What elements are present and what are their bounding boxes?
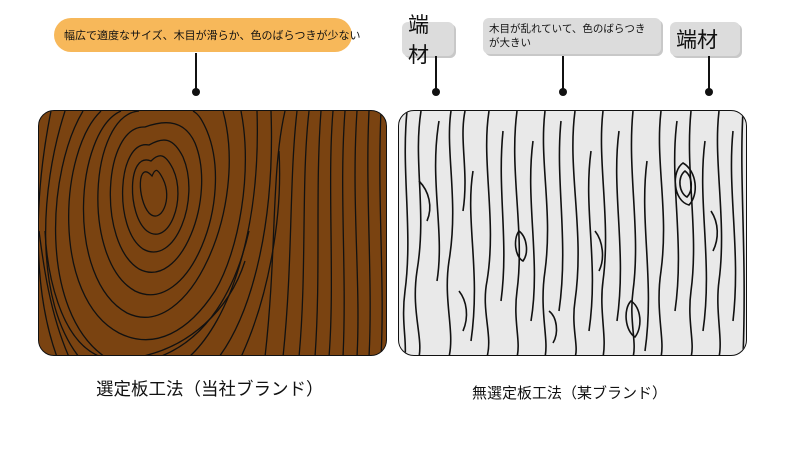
uniform-grain-callout-text: 幅広で適度なサイズ、木目が滑らか、色のばらつきが少ない [64, 29, 361, 42]
rough-grain-callout-text: 木目が乱れていて、色のばらつきが大きい [489, 23, 646, 49]
unselected-wood-board [398, 110, 747, 356]
end-grain-right-callout-text: 端材 [676, 28, 718, 52]
connector-dot-end-grain-right [705, 88, 713, 96]
rough-grain-callout: 木目が乱れていて、色のばらつきが大きい [483, 18, 661, 54]
connector-dot-end-grain-left [432, 88, 440, 96]
connector-dot-uniform-grain [192, 88, 200, 96]
smooth-wood-grain-illustration [39, 111, 383, 355]
selected-method-caption: 選定板工法（当社ブランド） [96, 380, 324, 400]
end-grain-left-callout: 端材 [402, 13, 454, 67]
rough-wood-grain-illustration [402, 111, 745, 355]
end-grain-left-callout-text: 端材 [408, 13, 429, 67]
selected-wood-board [38, 110, 387, 356]
unselected-method-caption: 無選定板工法（某ブランド） [472, 384, 668, 402]
uniform-grain-callout: 幅広で適度なサイズ、木目が滑らか、色のばらつきが少ない [54, 18, 360, 52]
connector-dot-rough-grain [559, 88, 567, 96]
end-grain-right-callout: 端材 [670, 22, 740, 56]
